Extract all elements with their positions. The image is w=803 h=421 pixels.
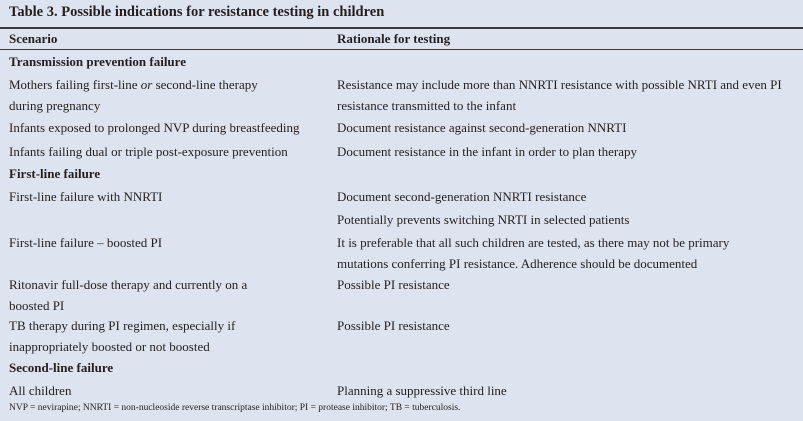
scenario-cell: All children [9, 383, 72, 398]
scenario-cell: Infants failing dual or triple post-expo… [9, 144, 288, 159]
scenario-cell: First-line failure with NNRTI [9, 189, 163, 204]
scenario-cell: Mothers failing first-line or second-lin… [9, 77, 258, 113]
rationale-cell: Document resistance in the infant in ord… [337, 144, 637, 159]
header-scenario: Scenario [9, 31, 58, 46]
title-rule [0, 27, 803, 29]
table-title: Table 3. Possible indications for resist… [9, 4, 385, 20]
section-first-line-failure: First-line failure [9, 166, 101, 181]
rationale-cell: Possible PI resistance [337, 318, 450, 333]
scenario-cell: First-line failure – boosted PI [9, 235, 163, 250]
rationale-cell: Document second-generation NNRTI resista… [337, 189, 587, 204]
header-rationale: Rationale for testing [337, 31, 451, 46]
rationale-cell: Potentially prevents switching NRTI in s… [337, 212, 630, 227]
section-transmission-prevention-failure: Transmission prevention failure [9, 54, 186, 69]
scenario-cell: Ritonavir full-dose therapy and currentl… [9, 277, 248, 313]
rationale-cell: Resistance may include more than NNRTI r… [337, 77, 782, 113]
table-footnote: NVP = nevirapine; NNRTI = non-nucleoside… [9, 403, 461, 413]
rationale-cell: Planning a suppressive third line [337, 383, 507, 398]
scenario-cell: Infants exposed to prolonged NVP during … [9, 120, 300, 135]
scenario-cell: TB therapy during PI regimen, especially… [9, 318, 236, 354]
section-second-line-failure: Second-line failure [9, 360, 114, 375]
rationale-cell: It is preferable that all such children … [337, 235, 730, 271]
header-rule [0, 49, 803, 50]
rationale-cell: Possible PI resistance [337, 277, 450, 292]
rationale-cell: Document resistance against second-gener… [337, 120, 627, 135]
